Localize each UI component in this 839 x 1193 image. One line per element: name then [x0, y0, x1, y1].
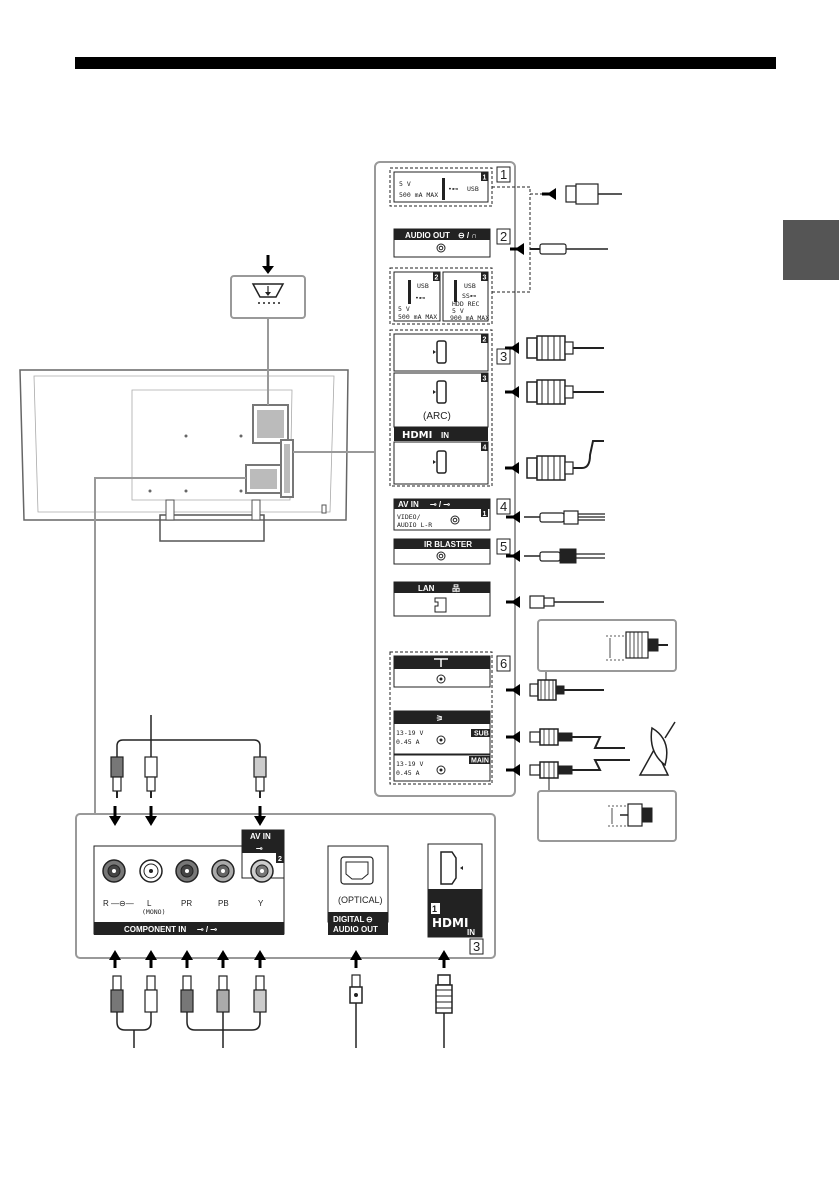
- right-side-cables: [492, 183, 676, 792]
- sat-current-2: 0.45 A: [396, 769, 420, 777]
- usb1-voltage: 5 V: [399, 180, 411, 188]
- hdmi-port3-number: 3: [483, 376, 487, 383]
- rca-jacks: [102, 859, 274, 883]
- svg-text:•⊷: •⊷: [448, 185, 459, 193]
- group-num-1-text: 1: [500, 167, 507, 182]
- av-in-bottom-label: AV IN: [250, 832, 271, 841]
- header-bar: [75, 57, 776, 69]
- group-num-4-text: 4: [500, 499, 507, 514]
- group-num-3-text: 3: [500, 349, 507, 364]
- svg-text:—⊖—: —⊖—: [111, 899, 134, 908]
- group-num-2: 2: [496, 228, 511, 245]
- r-label: R: [103, 899, 109, 908]
- usb2-voltage: 5 V: [398, 305, 410, 313]
- audio-out-label: AUDIO OUT: [405, 231, 450, 240]
- l-label: L: [147, 899, 152, 908]
- usb3-voltage: 5 V: [452, 307, 464, 315]
- group-num-6-text: 6: [500, 656, 507, 671]
- usb3-label: USB: [464, 282, 476, 290]
- sat-current-1: 0.45 A: [396, 738, 420, 746]
- rca-labels: R —⊖— L (MONO) PR PB Y: [103, 899, 264, 916]
- group-num-1: 1: [496, 166, 511, 183]
- usb2-current: 500 mA MAX: [398, 313, 437, 321]
- satellite-detail-callout: [537, 790, 677, 842]
- callout-line-bottom: [94, 477, 246, 816]
- usb3-number: 3: [483, 275, 487, 282]
- usb-ports-2-3: 2 3 USB •⊷ 5 V 500 mA MAX USB SS⊷ HDD RE…: [389, 267, 493, 325]
- hdmi-in-label: IN: [441, 431, 449, 440]
- audio-out-port: AUDIO OUT ⊖ / ∩: [393, 228, 491, 258]
- sat-voltage-2: 13-19 V: [396, 760, 423, 768]
- hdmi-bottom-number: 1: [432, 904, 437, 914]
- svg-text:品: 品: [452, 584, 460, 593]
- y-label: Y: [258, 899, 264, 908]
- usb1-current: 500 mA MAX: [399, 191, 438, 199]
- hdmi-arc-label: (ARC): [423, 411, 451, 422]
- group-num-3: 3: [496, 348, 511, 365]
- av-in-side-port-number: 1: [483, 511, 487, 518]
- sat-sub-label: SUB: [474, 731, 489, 738]
- usb2-label: USB: [417, 282, 429, 290]
- bottom-cables: [109, 950, 453, 1048]
- group-num-2-text: 2: [500, 229, 507, 244]
- hdmi-port2-number: 2: [483, 337, 487, 344]
- pb-label: PB: [218, 899, 229, 908]
- usb3-current: 900 mA MAX: [450, 314, 489, 322]
- group-num-6: 6: [496, 655, 511, 672]
- top-rca-cables: [109, 715, 267, 826]
- av-in-side-label: AV IN: [398, 500, 419, 509]
- usb1-label: USB: [467, 185, 479, 193]
- usb1-number: 1: [483, 175, 487, 182]
- digital-audio-out-label: AUDIO OUT: [333, 925, 378, 934]
- svg-text:⊸: ⊸: [256, 844, 263, 853]
- pr-label: PR: [181, 899, 192, 908]
- group-num-bottom-3: 3: [469, 938, 484, 955]
- group-num-5: 5: [496, 538, 511, 555]
- svg-text:SS⊷: SS⊷: [462, 292, 477, 300]
- usb3-rec: HDD REC: [452, 300, 479, 308]
- component-in-label: COMPONENT IN: [124, 925, 186, 934]
- optical-port-block: (OPTICAL) DIGITAL ⊖ AUDIO OUT: [327, 845, 389, 935]
- av-in-side-sub1: VIDEO/: [397, 513, 421, 521]
- av-in-side-port: AV IN ⊸ / ⊸ 1 VIDEO/ AUDIO L-R: [393, 498, 491, 531]
- antenna-ports-group: ⚞ 13-19 V 0.45 A SUB 13-19 V 0.45 A MAIN: [389, 651, 493, 785]
- svg-text:⊸ / ⊸: ⊸ / ⊸: [197, 925, 217, 934]
- tv-rear-illustration: [19, 369, 349, 542]
- sat-voltage-1: 13-19 V: [396, 729, 423, 737]
- svg-text:⚞: ⚞: [436, 714, 443, 723]
- hdmi-bottom-in: IN: [467, 928, 475, 937]
- side-tab: [783, 220, 839, 280]
- sat-main-label: MAIN: [471, 758, 489, 765]
- svg-text:⊖ / ∩: ⊖ / ∩: [458, 231, 477, 240]
- hdmi-bottom-port-block: 1 HDMI IN: [427, 843, 483, 938]
- svg-text:•⊷: •⊷: [415, 294, 426, 302]
- usb-port-1: 5 V 500 mA MAX •⊷ USB 1: [389, 167, 493, 207]
- svg-text:⊖: ⊖: [366, 915, 373, 924]
- group-num-4: 4: [496, 498, 511, 515]
- hdmi-bottom-logo: HDMI: [432, 916, 468, 930]
- mono-label: (MONO): [142, 908, 165, 916]
- hdmi-port4-number: 4: [483, 445, 487, 452]
- hdmi-logo: HDMI: [402, 430, 432, 441]
- ir-blaster-port: IR BLASTER: [393, 538, 491, 565]
- hdmi-ports-group: 2 3 (ARC) HDMI IN 4: [389, 329, 493, 487]
- digital-label: DIGITAL: [333, 915, 365, 924]
- ir-blaster-label: IR BLASTER: [424, 540, 472, 549]
- group-num-5-text: 5: [500, 539, 507, 554]
- av-in-side-sub2: AUDIO L-R: [397, 521, 432, 529]
- svg-text:⊸ / ⊸: ⊸ / ⊸: [430, 500, 450, 509]
- input-button-callout: [230, 255, 306, 319]
- optical-label: (OPTICAL): [338, 895, 383, 905]
- antenna-detail-callout: [537, 619, 677, 672]
- usb2-number: 2: [435, 275, 439, 282]
- lan-label: LAN: [418, 584, 435, 593]
- av-in-bottom-number: 2: [278, 856, 282, 863]
- lan-port: LAN 品: [393, 581, 491, 617]
- group-num-bottom-3-text: 3: [473, 939, 480, 954]
